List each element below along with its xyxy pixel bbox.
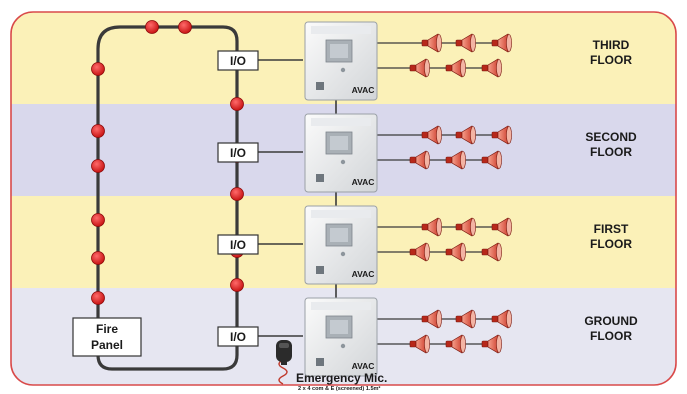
horn-speaker-icon [409, 58, 430, 78]
horn-speaker-icon [455, 125, 476, 145]
diagram-frame [10, 11, 677, 386]
horn-speaker-icon [491, 33, 512, 53]
horn-speaker-icon [421, 217, 442, 237]
loop-detector-node [230, 187, 244, 201]
horn-speaker-icon [409, 242, 430, 262]
io-module-label: I/O [230, 330, 246, 344]
fire-panel-label-line2: Panel [91, 338, 123, 352]
floor-label-line2: FLOOR [590, 329, 632, 343]
horn-speaker-icon [455, 217, 476, 237]
fire-panel: Fire Panel [72, 317, 142, 357]
horn-speaker-icon [455, 309, 476, 329]
horn-speaker-icon [421, 33, 442, 53]
emergency-mic-cable-spec: 2 x 4 com & E (screened) 1.5m² [298, 385, 381, 392]
floor-label-line2: FLOOR [590, 237, 632, 251]
avac-label: AVAC [352, 269, 375, 279]
horn-speaker-icon [491, 217, 512, 237]
loop-detectors [91, 20, 244, 305]
horn-speaker-icon [481, 150, 502, 170]
io-module [217, 142, 259, 163]
avac-unit-icon: AVAC [304, 21, 378, 101]
io-module [217, 234, 259, 255]
horn-speaker-icon [481, 242, 502, 262]
horn-speaker-icon [455, 33, 476, 53]
horn-speaker-icon [409, 334, 430, 354]
loop-detector-node [91, 251, 105, 265]
horn-speaker-icon [481, 58, 502, 78]
loop-detector-node [91, 159, 105, 173]
loop-detector-node [91, 213, 105, 227]
emergency-mic: Emergency Mic. 2 x 4 com & E (screened) … [276, 340, 387, 392]
loop-detector-node [178, 20, 192, 34]
floors-group: I/OAVACTHIRDFLOORI/OAVACSECONDFLOORI/OAV… [217, 21, 638, 377]
horn-speaker-icon [445, 58, 466, 78]
loop-detector-node [91, 62, 105, 76]
horn-speaker-icon [445, 334, 466, 354]
horn-speaker-icon [445, 242, 466, 262]
io-module-label: I/O [230, 238, 246, 252]
io-module-label: I/O [230, 146, 246, 160]
floor-label-line1: THIRD [593, 38, 630, 52]
fire-panel-label-line1: Fire [96, 322, 118, 336]
horn-speaker-icon [421, 125, 442, 145]
floor-label-line1: FIRST [594, 222, 629, 236]
avac-label: AVAC [352, 85, 375, 95]
avac-label: AVAC [352, 177, 375, 187]
floor-label-line1: GROUND [584, 314, 638, 328]
io-module [217, 326, 259, 347]
floor-label-line2: FLOOR [590, 53, 632, 67]
horn-speaker-icon [445, 150, 466, 170]
loop-detector-node [91, 291, 105, 305]
floor-label-line1: SECOND [585, 130, 637, 144]
detector-loop-wire [96, 25, 239, 371]
avac-unit-icon: AVAC [304, 113, 378, 193]
horn-speaker-icon [491, 309, 512, 329]
io-module-label: I/O [230, 54, 246, 68]
microphone-icon [276, 340, 292, 365]
horn-speaker-icon [491, 125, 512, 145]
horn-speaker-icon [481, 334, 502, 354]
loop-detector-node [230, 97, 244, 111]
floor-label-line2: FLOOR [590, 145, 632, 159]
horn-speaker-icon [421, 309, 442, 329]
mic-cable [278, 359, 288, 385]
avac-label: AVAC [352, 361, 375, 371]
avac-unit-icon: AVAC [304, 205, 378, 285]
loop-detector-node [230, 278, 244, 292]
loop-detector-node [91, 124, 105, 138]
horn-speaker-icon [409, 150, 430, 170]
io-module [217, 50, 259, 71]
loop-detector-node [145, 20, 159, 34]
emergency-mic-title: Emergency Mic. [296, 371, 387, 385]
avac-unit-icon: AVAC [304, 297, 378, 377]
